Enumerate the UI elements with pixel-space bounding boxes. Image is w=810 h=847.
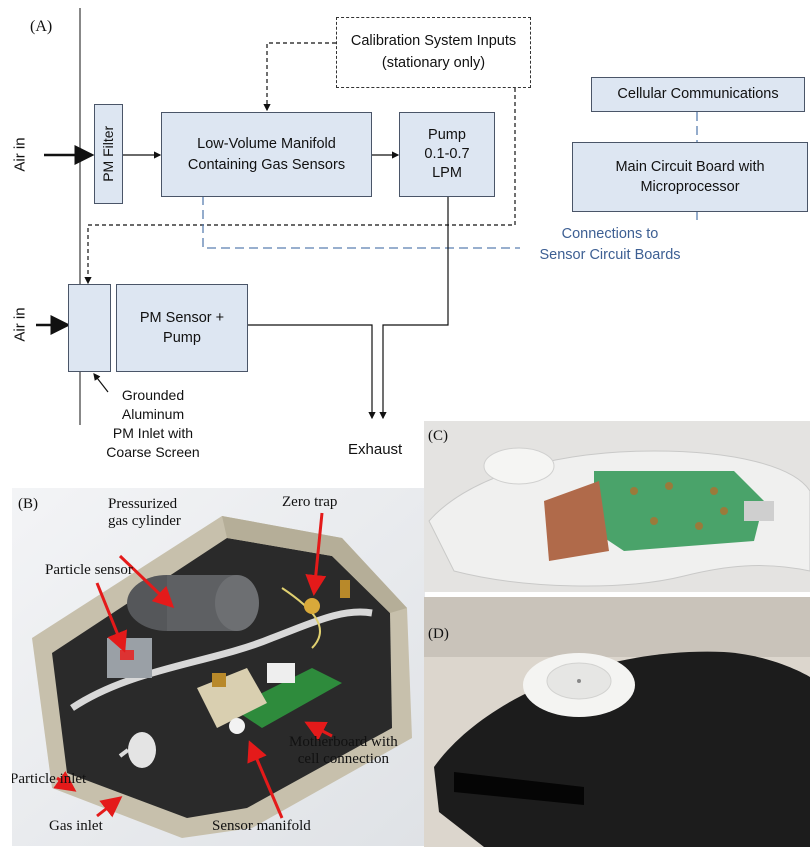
main-board-line-1: Main Circuit Board with: [615, 158, 765, 175]
pm-filter-label: PM Filter: [99, 126, 116, 182]
panel-d: (D): [424, 597, 810, 847]
pressurized-line-2: gas cylinder: [108, 513, 181, 530]
panel-b-rendering: [12, 488, 425, 846]
gas-inlet-part: [128, 732, 156, 768]
gas-inlet-arrow: [96, 796, 123, 818]
pump-line-3: LPM: [432, 164, 462, 181]
particle-sensor-label: Particle sensor: [45, 562, 133, 578]
pm-sensor-line-1: PM Sensor +: [139, 309, 225, 326]
tubing: [70, 608, 373, 711]
particle-sensor-arrow: [95, 582, 128, 653]
connections-line-2: Sensor Circuit Boards: [539, 247, 681, 264]
panel-a-label: (A): [30, 18, 53, 35]
panel-d-rendering: [424, 597, 810, 847]
inlet-note-line-4: Coarse Screen: [106, 443, 200, 460]
motherboard-label: Motherboard with cell connection: [289, 734, 398, 769]
main-board-box: Main Circuit Board with Microprocessor: [572, 142, 808, 212]
cellular-label: Cellular Communications: [617, 86, 779, 103]
motherboard-part: [232, 668, 342, 728]
zero-trap-label: Zero trap: [282, 494, 338, 510]
pressurized-label: Pressurized gas cylinder: [108, 496, 181, 531]
calibration-box: Calibration System Inputs (stationary on…: [336, 17, 531, 88]
calibration-to-manifold-line: [263, 42, 336, 112]
inlet-note-line-2: Aluminum: [121, 405, 185, 422]
manifold-line-1: Low-Volume Manifold: [197, 136, 336, 153]
manifold-box: Low-Volume Manifold Containing Gas Senso…: [161, 112, 372, 197]
zero-trap-arrow: [305, 512, 327, 596]
panel-c: (C): [424, 421, 810, 592]
calibration-line-2: (stationary only): [381, 54, 486, 71]
device-cap: [483, 447, 555, 485]
calibration-to-inlet-line: [84, 88, 516, 285]
panel-b-label: (B): [18, 496, 38, 512]
exhaust-label: Exhaust: [348, 441, 403, 458]
air-in-bottom-label: Air in: [11, 307, 29, 342]
device-board: [594, 471, 764, 551]
pressurized-arrow: [118, 554, 175, 609]
panel-d-label: (D): [428, 626, 449, 642]
panel-c-rendering: [424, 421, 810, 592]
inlet-note-line-1: Grounded: [121, 387, 185, 403]
panel-c-label: (C): [428, 428, 448, 444]
main-board-line-2: Microprocessor: [640, 179, 740, 195]
motherboard-line-2: cell connection: [297, 751, 389, 768]
particle-inlet-label: Particle inlet: [12, 771, 87, 787]
panel-b: (B) Pressurized gas cylinder Zero trap P…: [12, 488, 425, 846]
motherboard-arrow: [304, 721, 333, 741]
motherboard-line-1: Motherboard with: [289, 734, 398, 750]
sensor-manifold-label: Sensor manifold: [212, 818, 311, 834]
gas-inlet-label: Gas inlet: [49, 818, 103, 834]
pm-sensor-line-2: Pump: [163, 330, 201, 346]
pressurized-line-1: Pressurized: [108, 496, 178, 512]
air-in-top-label: Air in: [11, 137, 29, 172]
pump-exhaust-line: [379, 196, 449, 420]
connections-line-1: Connections to: [561, 226, 659, 242]
inlet-note-arrow: [93, 373, 109, 393]
connections-label: Connections to Sensor Circuit Boards: [520, 224, 700, 267]
pm-filter-box: PM Filter: [94, 104, 123, 204]
pump-line-1: Pump: [428, 127, 466, 144]
pm-exhaust-line: [248, 324, 376, 420]
zero-trap-part: [304, 598, 320, 614]
pm-inlet-box: [68, 284, 111, 372]
manifold-line-2: Containing Gas Sensors: [187, 156, 346, 173]
inlet-note: Grounded Aluminum PM Inlet with Coarse S…: [88, 386, 218, 462]
calibration-line-1: Calibration System Inputs: [350, 33, 517, 50]
particle-inlet-arrow: [53, 771, 77, 792]
pump-box: Pump 0.1-0.7 LPM: [399, 112, 495, 197]
inlet-note-line-3: PM Inlet with: [112, 424, 194, 441]
cellular-box: Cellular Communications: [591, 77, 805, 112]
pump-line-2: 0.1-0.7: [424, 146, 470, 163]
sensor-manifold-arrow: [247, 740, 284, 819]
pm-sensor-box: PM Sensor + Pump: [116, 284, 248, 372]
